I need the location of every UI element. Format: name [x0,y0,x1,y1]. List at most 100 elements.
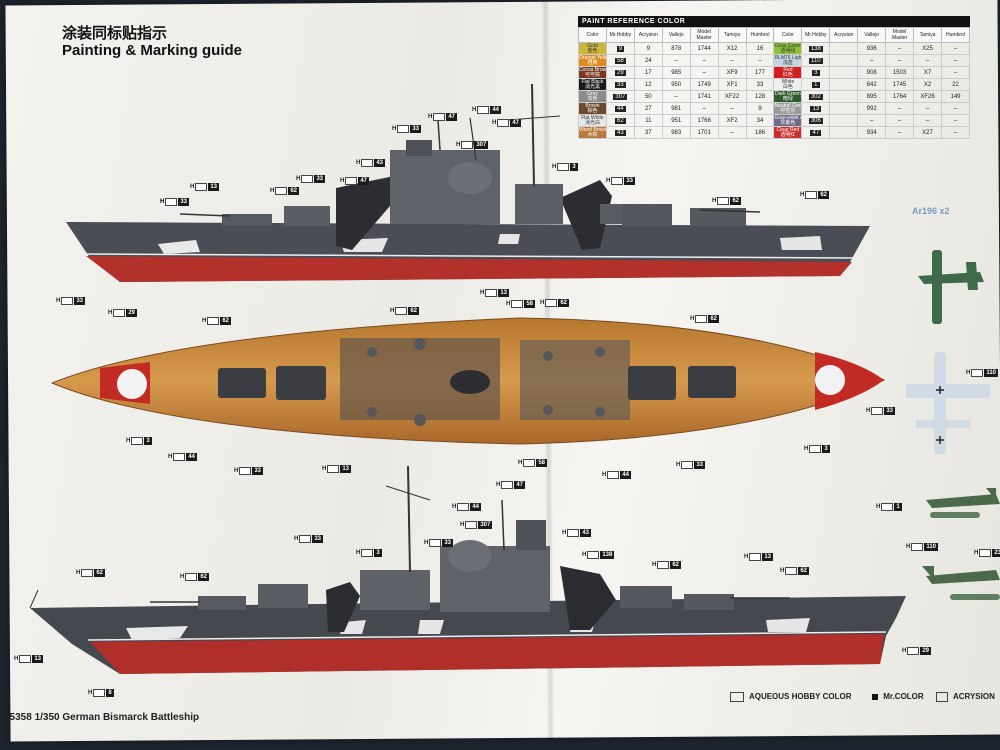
callout-h-letter: H [906,543,911,550]
legend-aqueous-text: AQUEOUS HOBBY COLOR [748,692,852,702]
callout-box [511,299,524,308]
callout-box [239,466,252,475]
paint-color-name-cn: 透明绿 [780,47,796,54]
callout-number: 13 [208,182,220,191]
callout-box [477,105,490,114]
paint-color-name: Flat White [581,114,604,121]
callout-h-letter: H [780,567,785,574]
callout-h-letter: H [690,315,695,322]
callout-h-letter: H [108,309,113,316]
paint-color-name-cn: 中性灰 [780,107,796,114]
paint-swatch: RLM76 Light Blue浅蓝 [773,54,803,67]
callout-h-letter: H [452,503,457,510]
callout-h-letter: H [804,445,809,452]
callout-box [611,176,624,185]
callout-h-letter: H [202,317,207,324]
callout-box [93,688,106,697]
callout-box [871,406,884,415]
callout-h-letter: H [966,369,971,376]
callout-number: 110 [924,542,939,551]
paint-col-header: Acrysion [829,27,859,43]
air-recognition-circle-bow [117,369,147,399]
callout-box [299,534,312,543]
callout-h-letter: H [492,119,497,126]
callout-h-letter: H [294,535,299,542]
callout-number: 307 [474,140,489,149]
color-callout: H 44 [472,105,502,114]
paint-table-header: PAINT REFERENCE COLOR [578,16,970,27]
callout-number: 47 [514,480,526,489]
paint-col-header: Tamiya [913,27,942,43]
callout-box [361,548,374,557]
callout-h-letter: H [76,569,81,576]
callout-box [911,542,924,551]
callout-number: 44 [186,452,198,461]
paint-color-name-cn: 消光白 [584,119,600,126]
callout-number: 62 [670,560,682,569]
callout-number: 58 [536,458,548,467]
callout-h-letter: H [472,106,477,113]
callout-number: 3 [570,162,578,171]
callout-h-letter: H [456,141,461,148]
paint-cell-hobby: 29 [605,66,635,79]
callout-box [971,368,984,377]
paint-color-name-cn: 木棕 [587,131,598,138]
paint-color-name-cn: 消光黑 [584,83,600,90]
legend-mrcolor-box [872,693,878,700]
color-callout: H 13 [190,182,220,191]
callout-box [809,444,822,453]
callout-number: 44 [490,105,502,114]
paint-color-name: Red [783,66,793,73]
callout-box [501,480,514,489]
aircraft-side-float [926,488,1000,518]
paint-color-name-cn: 灰紫色 [780,119,796,126]
paint-color-name: Clear Green [774,42,802,49]
paint-code-badge: 302 [808,93,823,100]
paint-color-name: Clear Red [776,126,800,133]
callout-box [397,124,410,133]
callout-h-letter: H [712,197,717,204]
paint-code-badge: 138 [808,45,823,52]
callout-h-letter: H [460,521,465,528]
legend-acrysion-text: ACRYSION [952,692,995,702]
callout-box [497,118,510,127]
callout-h-letter: H [296,175,301,182]
paint-code-badge: 29 [615,69,626,76]
callout-h-letter: H [800,191,805,198]
callout-number: 62 [408,306,420,315]
paint-color-name-cn: 红色 [782,71,793,78]
callout-h-letter: H [744,553,749,560]
paint-color-name: Cocoa Brown [579,66,607,73]
callout-box [61,296,74,305]
paint-code-badge: 43 [615,129,626,136]
callout-number: 110 [984,368,999,377]
callout-box [361,158,374,167]
paint-color-name: Orange Yellow [579,54,605,61]
camo-white-bow [158,240,200,254]
callout-box [717,196,730,205]
callout-number: 1 [894,502,902,511]
callout-h-letter: H [562,529,567,536]
callout-h-letter: H [190,183,195,190]
callout-h-letter: H [340,177,345,184]
